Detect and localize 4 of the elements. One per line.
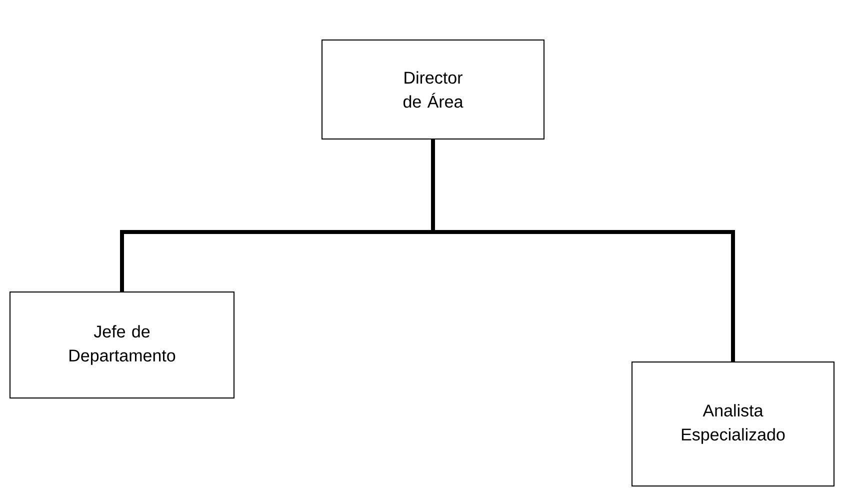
connector-line xyxy=(431,140,735,362)
org-box: Analista Especializado xyxy=(632,362,834,486)
org-box: Director de Área xyxy=(322,40,544,140)
org-box: Jefe de Departamento xyxy=(10,292,234,398)
